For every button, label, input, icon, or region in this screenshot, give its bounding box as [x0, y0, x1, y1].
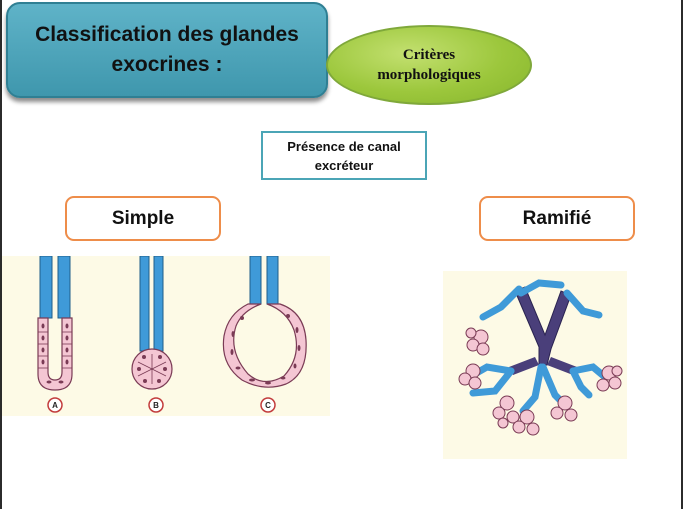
branched-duct-tree [458, 279, 623, 436]
criteria-label: Critères morphologiques [354, 45, 504, 85]
title-box: Classification des glandes exocrines : [6, 2, 328, 98]
label-b: B [153, 401, 159, 410]
simple-label: Simple [111, 207, 175, 229]
simple-glands-illustration: A B [2, 256, 330, 416]
branched-gland-illustration [443, 271, 627, 459]
presence-label: Présence de canal excréteur [274, 137, 414, 175]
ramifie-label-box: Ramifié [479, 196, 635, 241]
right-border [681, 0, 683, 509]
gland-c-alveolar: C [222, 256, 307, 413]
left-border [0, 0, 2, 509]
presence-box: Présence de canal excréteur [261, 131, 427, 180]
presence-line-2: excréteur [314, 157, 374, 173]
gland-a-tubular: A [37, 256, 73, 413]
title-line-1: Classification des glandes [35, 23, 299, 46]
simple-glands-svg: A B [37, 256, 307, 413]
criteria-line-1: Critères [402, 47, 456, 63]
criteria-line-2: morphologiques [377, 67, 481, 83]
title-line-2: exocrines : [111, 53, 223, 76]
page-title: Classification des glandes exocrines : [27, 20, 307, 80]
gland-b-acinar: B [131, 256, 173, 413]
presence-line-1: Présence de canal [287, 138, 401, 154]
ramifie-label: Ramifié [522, 207, 592, 229]
label-c: C [265, 401, 271, 410]
simple-label-box: Simple [65, 196, 221, 241]
criteria-ellipse: Critères morphologiques [326, 25, 532, 105]
branched-gland-svg [458, 279, 623, 436]
label-a: A [52, 401, 58, 410]
